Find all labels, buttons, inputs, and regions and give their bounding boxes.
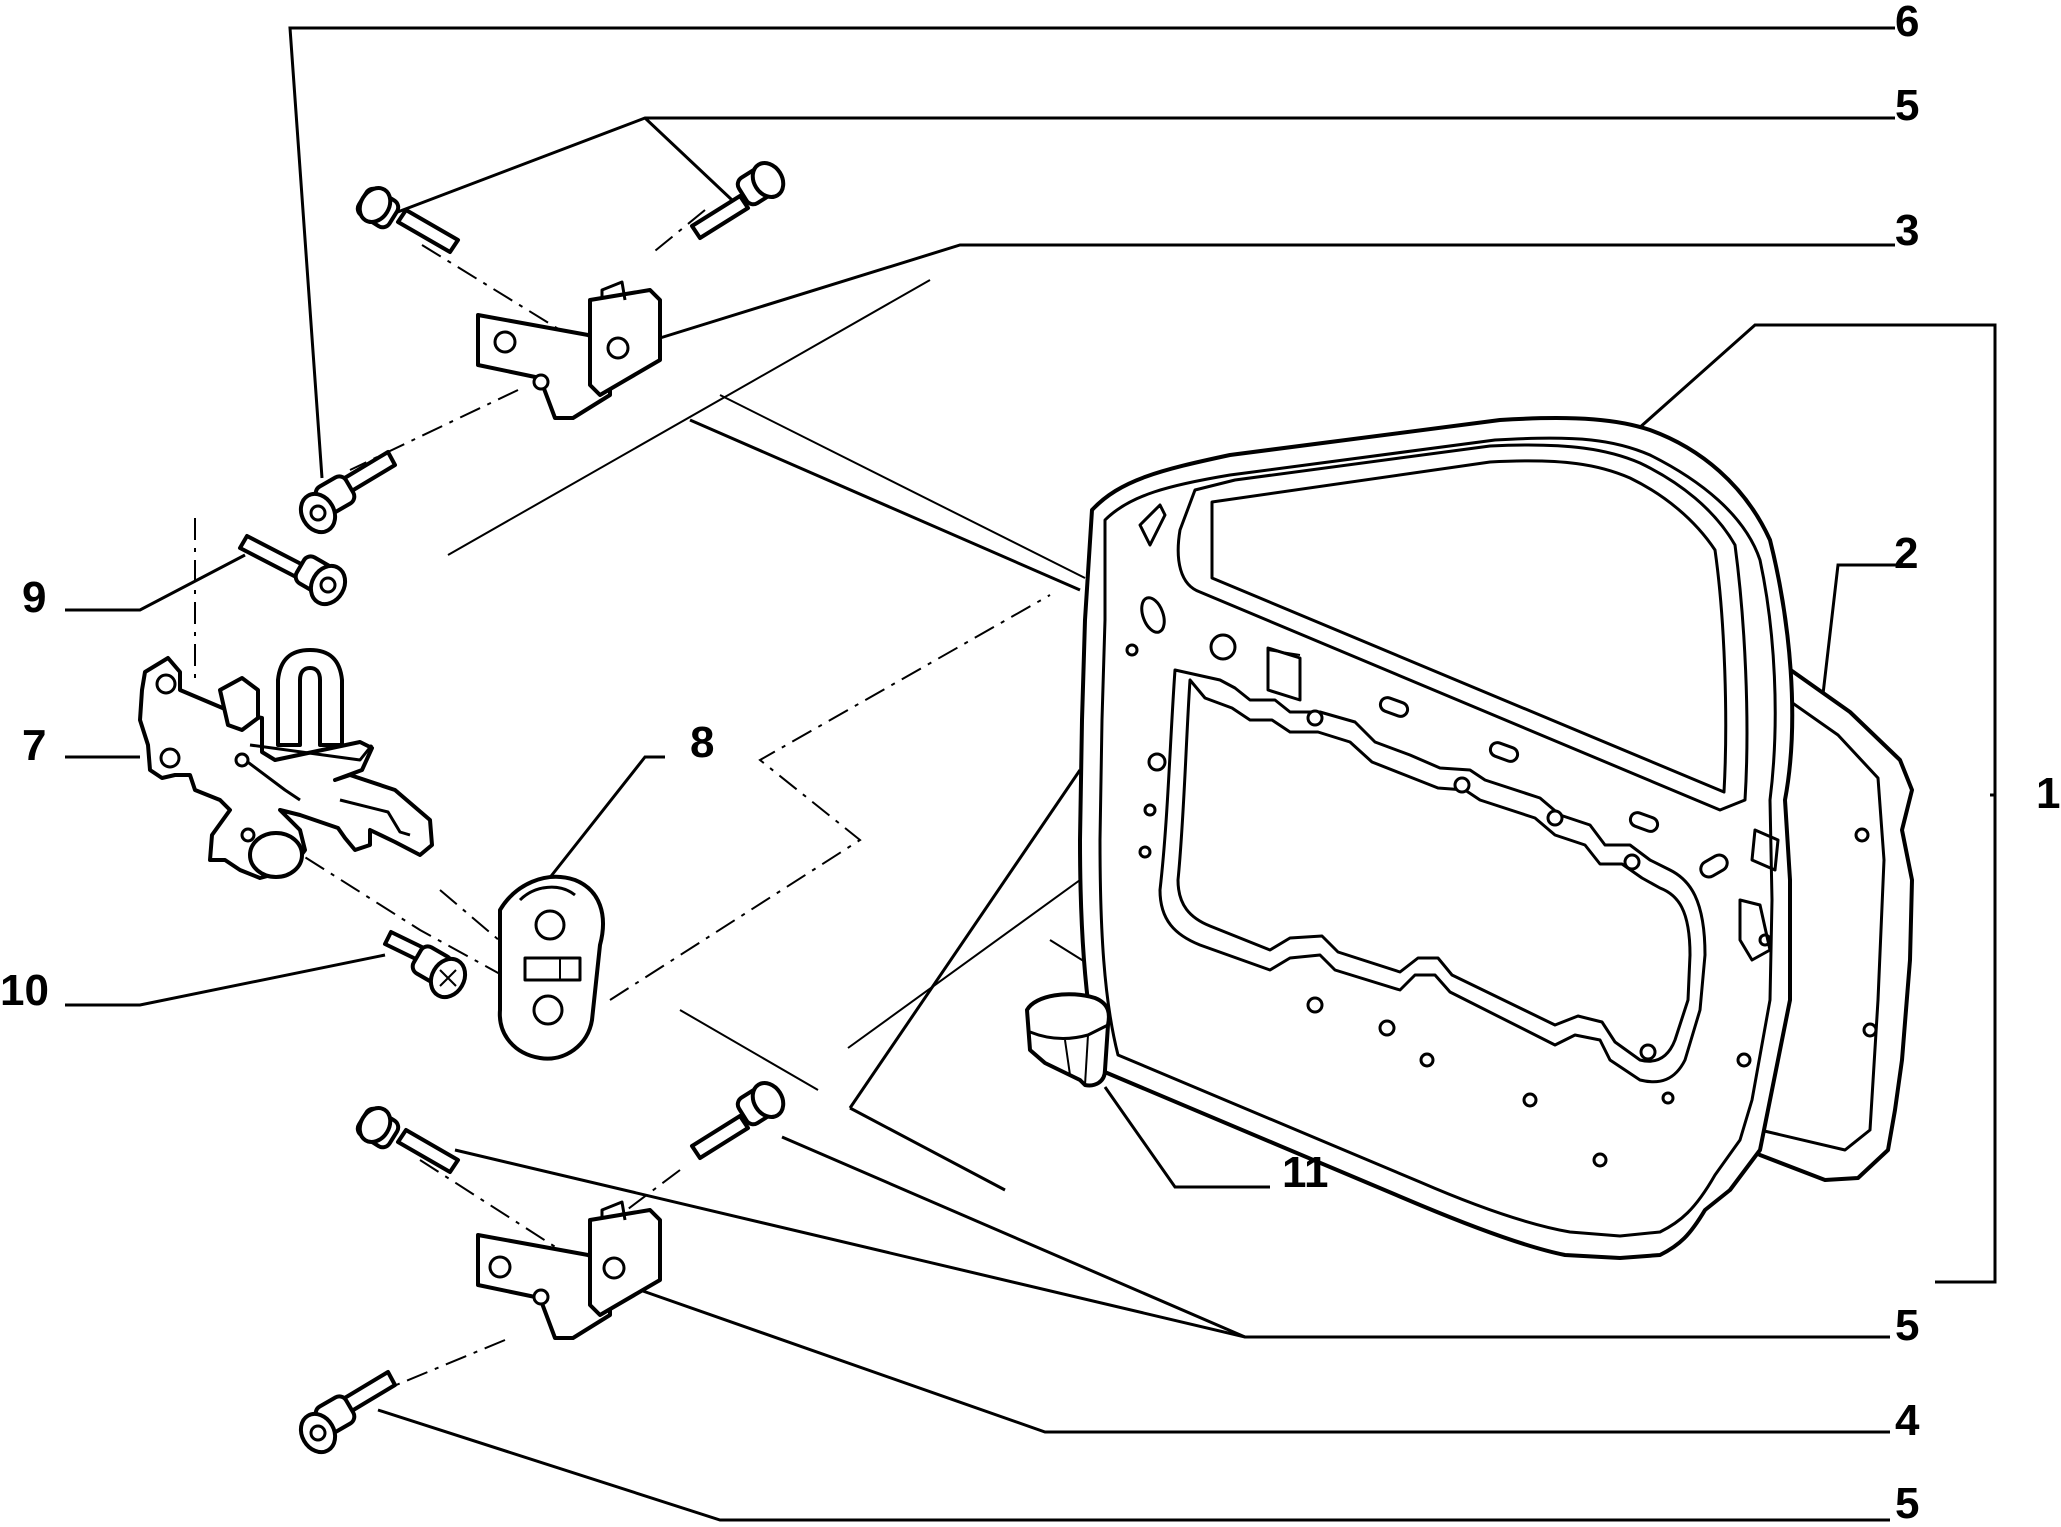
callout-7: 7: [22, 721, 46, 770]
callout-3: 3: [1895, 206, 1919, 255]
leader-lines: [65, 26, 1997, 1522]
bolt-top-left: [355, 186, 460, 254]
callout-8: 8: [690, 718, 714, 767]
bolt-10: [383, 930, 468, 1000]
callout-1: 1: [2036, 769, 2060, 818]
bolt-9: [238, 534, 348, 607]
plug-cap: [1025, 992, 1111, 1088]
callout-5-top: 5: [1895, 81, 1919, 130]
door-inner-frame: [1078, 416, 1795, 1260]
striker-plate: [497, 874, 605, 1061]
callout-2: 2: [1894, 529, 1918, 578]
callout-4: 4: [1895, 1396, 1920, 1445]
callout-6: 6: [1895, 0, 1919, 46]
bolt-mid-right: [690, 1081, 786, 1160]
bolt-bottom: [298, 1370, 397, 1455]
door-check-strap: [138, 648, 434, 880]
callout-5-mid: 5: [1895, 1301, 1919, 1350]
callout-11: 11: [1282, 1148, 1329, 1197]
callout-9: 9: [22, 573, 46, 622]
bolt-upper-hinge-lower: [298, 450, 397, 535]
lower-hinge-bracket: [476, 1200, 662, 1340]
upper-hinge-bracket: [476, 280, 662, 420]
callout-5-bottom: 5: [1895, 1479, 1919, 1522]
bolt-mid-left: [355, 1106, 460, 1174]
callout-10: 10: [0, 966, 49, 1015]
bolt-top-right: [690, 161, 786, 240]
